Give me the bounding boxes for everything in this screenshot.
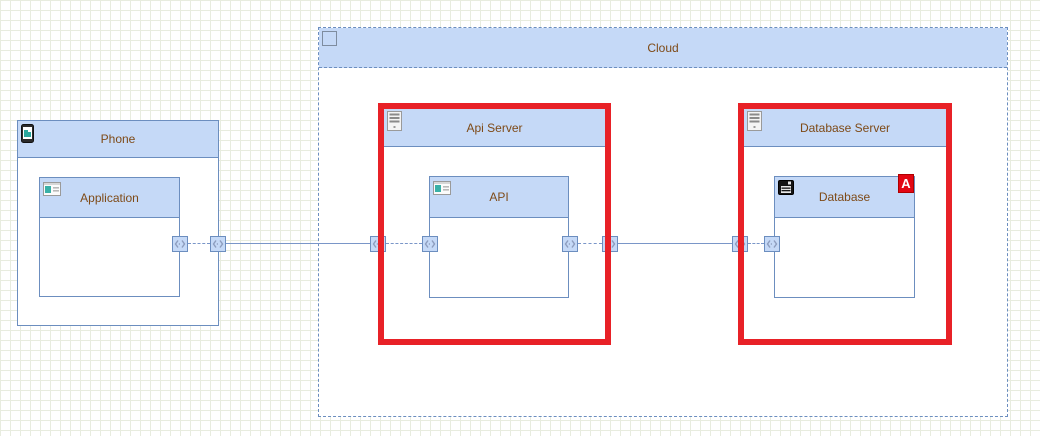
node-database-header: Database: [775, 177, 914, 218]
node-database[interactable]: Database A: [774, 174, 915, 298]
connection-line[interactable]: [618, 243, 732, 244]
highlight-border-segment: [378, 236, 384, 252]
app-window-icon: [433, 181, 451, 195]
connector-port[interactable]: [422, 236, 438, 252]
node-phone-header: Phone: [18, 121, 218, 158]
node-api-header: API: [430, 177, 568, 218]
connection-line[interactable]: [748, 243, 764, 244]
server-icon: [387, 111, 402, 131]
app-window-icon: [43, 182, 61, 196]
node-api-server-label: Api Server: [466, 120, 523, 135]
server-icon: [747, 111, 762, 131]
frame-icon: [322, 31, 337, 46]
connector-port[interactable]: [210, 236, 226, 252]
node-application-header: Application: [40, 178, 179, 218]
connection-line[interactable]: [188, 243, 210, 244]
floppy-disk-icon: [778, 180, 794, 195]
connector-port[interactable]: [764, 236, 780, 252]
node-application[interactable]: Application: [39, 177, 180, 297]
node-cloud-header: Cloud: [319, 28, 1007, 68]
node-database-server-label: Database Server: [799, 120, 891, 135]
node-cloud-label: Cloud: [647, 40, 679, 55]
connector-port[interactable]: [172, 236, 188, 252]
highlight-border-segment: [738, 236, 744, 252]
highlight-border-segment: [605, 236, 611, 252]
node-api-server-header: Api Server: [384, 109, 605, 147]
connection-line[interactable]: [578, 243, 602, 244]
smartphone-icon: [21, 124, 34, 143]
error-marker-badge[interactable]: A: [898, 174, 914, 193]
connector-port[interactable]: [562, 236, 578, 252]
node-application-label: Application: [80, 190, 139, 205]
connection-line[interactable]: [386, 243, 422, 244]
node-database-server-header: Database Server: [744, 109, 946, 147]
connection-line[interactable]: [226, 243, 370, 244]
node-api[interactable]: API: [429, 176, 569, 298]
node-api-label: API: [489, 190, 509, 204]
node-phone-label: Phone: [100, 132, 136, 146]
node-database-label: Database: [818, 190, 871, 204]
